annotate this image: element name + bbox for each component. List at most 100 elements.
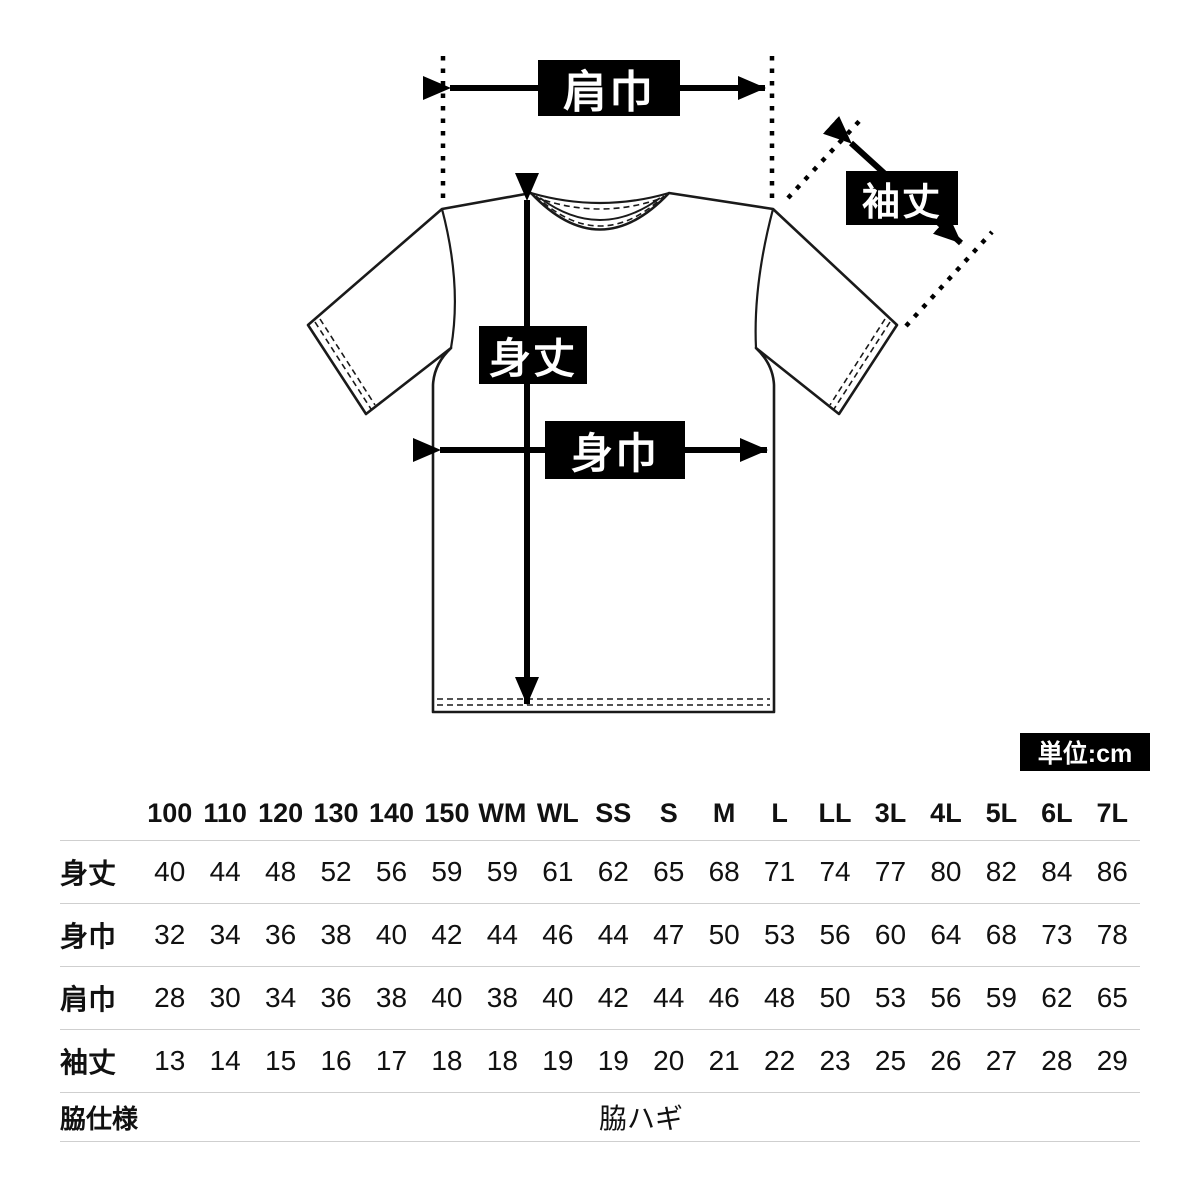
size-value: 32 bbox=[154, 919, 186, 950]
size-value: 56 bbox=[375, 856, 408, 887]
body-width-label: 身巾 bbox=[545, 421, 685, 479]
row-label: 袖丈 bbox=[60, 1047, 117, 1078]
sleeve-guide-bottom bbox=[904, 230, 994, 328]
size-value: 65 bbox=[1096, 982, 1128, 1013]
size-value: 38 bbox=[486, 982, 518, 1013]
size-column-header: M bbox=[712, 797, 736, 828]
size-value: 23 bbox=[819, 1045, 851, 1076]
size-value: 44 bbox=[597, 919, 629, 950]
size-value: 36 bbox=[320, 982, 352, 1013]
size-value: 60 bbox=[874, 919, 907, 950]
size-column-header: 130 bbox=[313, 797, 359, 828]
size-value: 28 bbox=[1041, 1045, 1073, 1076]
tshirt-seams bbox=[314, 191, 891, 706]
size-value: 18 bbox=[486, 1045, 518, 1076]
size-column-header: 110 bbox=[203, 797, 247, 828]
size-value: 46 bbox=[542, 919, 574, 950]
size-value: 34 bbox=[209, 919, 241, 950]
size-value: 25 bbox=[874, 1045, 907, 1076]
row-label: 身巾 bbox=[60, 921, 117, 952]
row-label: 肩巾 bbox=[60, 984, 117, 1015]
size-value: 30 bbox=[209, 982, 241, 1013]
size-value: 68 bbox=[985, 919, 1017, 950]
size-column-header: 100 bbox=[147, 797, 193, 828]
unit-badge: 単位:cm bbox=[1020, 733, 1150, 771]
size-value: 18 bbox=[431, 1045, 463, 1076]
size-value: 38 bbox=[375, 982, 408, 1013]
size-value: 78 bbox=[1096, 919, 1128, 950]
size-value: 62 bbox=[1041, 982, 1073, 1013]
size-value: 28 bbox=[154, 982, 186, 1013]
size-value: 40 bbox=[431, 982, 463, 1013]
size-value: 80 bbox=[930, 856, 962, 887]
size-column-header: 5L bbox=[985, 797, 1018, 828]
size-value: 14 bbox=[209, 1045, 241, 1076]
size-column-header: 3L bbox=[874, 797, 907, 828]
size-column-header: 7L bbox=[1096, 797, 1129, 828]
size-value: 59 bbox=[431, 856, 463, 887]
size-value: 84 bbox=[1041, 856, 1073, 887]
size-value: 44 bbox=[209, 856, 241, 887]
size-value: 17 bbox=[375, 1045, 408, 1076]
shoulder-width-label: 肩巾 bbox=[538, 60, 680, 117]
size-value: 42 bbox=[597, 982, 629, 1013]
size-column-header: 150 bbox=[424, 797, 470, 828]
size-value: 27 bbox=[985, 1045, 1017, 1076]
size-value: 13 bbox=[154, 1045, 186, 1076]
size-value: 19 bbox=[542, 1045, 574, 1076]
size-value: 22 bbox=[764, 1045, 796, 1076]
size-value: 48 bbox=[265, 856, 297, 887]
size-value: 26 bbox=[930, 1045, 962, 1076]
size-table-body: 身丈 40 44 48 52 56 59 59 61 62 65 68 71 74 77 80 82 84 86 身巾… bbox=[60, 841, 1140, 1093]
size-column-header: 6L bbox=[1041, 797, 1073, 828]
size-value: 46 bbox=[708, 982, 740, 1013]
size-column-header: L bbox=[771, 797, 788, 828]
size-value: 15 bbox=[265, 1045, 297, 1076]
size-value: 34 bbox=[265, 982, 297, 1013]
size-value: 61 bbox=[542, 856, 574, 887]
size-value: 40 bbox=[154, 856, 186, 887]
size-value: 44 bbox=[653, 982, 685, 1013]
size-value: 38 bbox=[320, 919, 352, 950]
sleeve-length-label: 袖丈 bbox=[846, 171, 958, 225]
size-value: 64 bbox=[930, 919, 962, 950]
size-value: 47 bbox=[653, 919, 685, 950]
size-value: 71 bbox=[764, 856, 796, 887]
size-value: 52 bbox=[320, 856, 352, 887]
size-value: 82 bbox=[985, 856, 1017, 887]
size-value: 40 bbox=[375, 919, 408, 950]
size-value: 16 bbox=[320, 1045, 352, 1076]
size-value: 21 bbox=[708, 1045, 740, 1076]
size-value: 59 bbox=[486, 856, 518, 887]
size-value: 62 bbox=[597, 856, 629, 887]
size-value: 53 bbox=[874, 982, 907, 1013]
size-column-header: WL bbox=[536, 797, 579, 828]
size-column-header: WM bbox=[478, 797, 527, 828]
size-column-header: 120 bbox=[258, 797, 304, 828]
size-column-header: 140 bbox=[368, 797, 415, 828]
size-value: 29 bbox=[1096, 1045, 1128, 1076]
size-value: 73 bbox=[1041, 919, 1073, 950]
size-value: 50 bbox=[819, 982, 851, 1013]
size-value: 86 bbox=[1096, 856, 1128, 887]
size-value: 59 bbox=[985, 982, 1017, 1013]
body-length-label: 身丈 bbox=[479, 326, 587, 384]
size-value: 74 bbox=[819, 856, 851, 887]
size-value: 53 bbox=[764, 919, 796, 950]
size-value: 42 bbox=[431, 919, 463, 950]
side-spec-value: 脇ハギ bbox=[598, 1103, 683, 1134]
size-column-header: 4L bbox=[930, 797, 962, 828]
size-value: 77 bbox=[874, 856, 907, 887]
size-column-header: S bbox=[659, 797, 678, 828]
size-value: 48 bbox=[764, 982, 796, 1013]
size-value: 68 bbox=[708, 856, 740, 887]
row-label: 身丈 bbox=[60, 858, 117, 889]
size-value: 56 bbox=[930, 982, 962, 1013]
